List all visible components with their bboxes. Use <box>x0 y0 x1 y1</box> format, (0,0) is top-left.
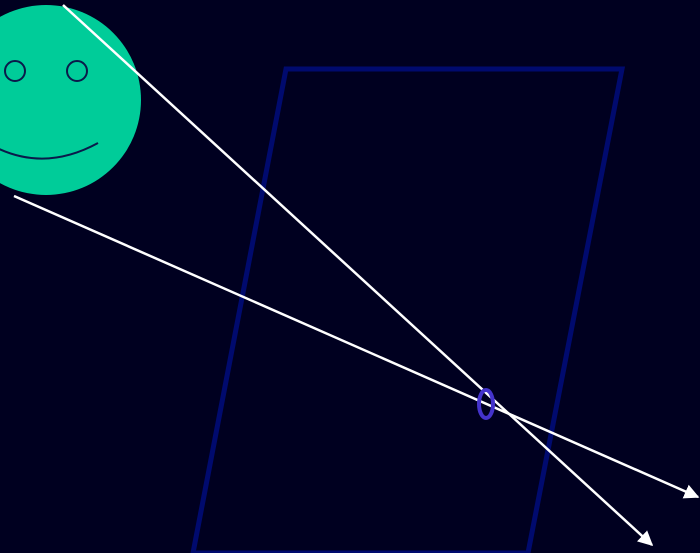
smiley-face-icon <box>0 5 141 195</box>
light-ray-bottom <box>13 194 700 499</box>
left-eye <box>4 60 26 82</box>
projection-plane-frame <box>190 66 626 553</box>
light-ray-top <box>62 4 654 547</box>
pinhole-lens-icon <box>477 388 495 420</box>
face-circle <box>0 5 141 195</box>
right-eye <box>66 60 88 82</box>
smile-mouth <box>0 142 99 160</box>
